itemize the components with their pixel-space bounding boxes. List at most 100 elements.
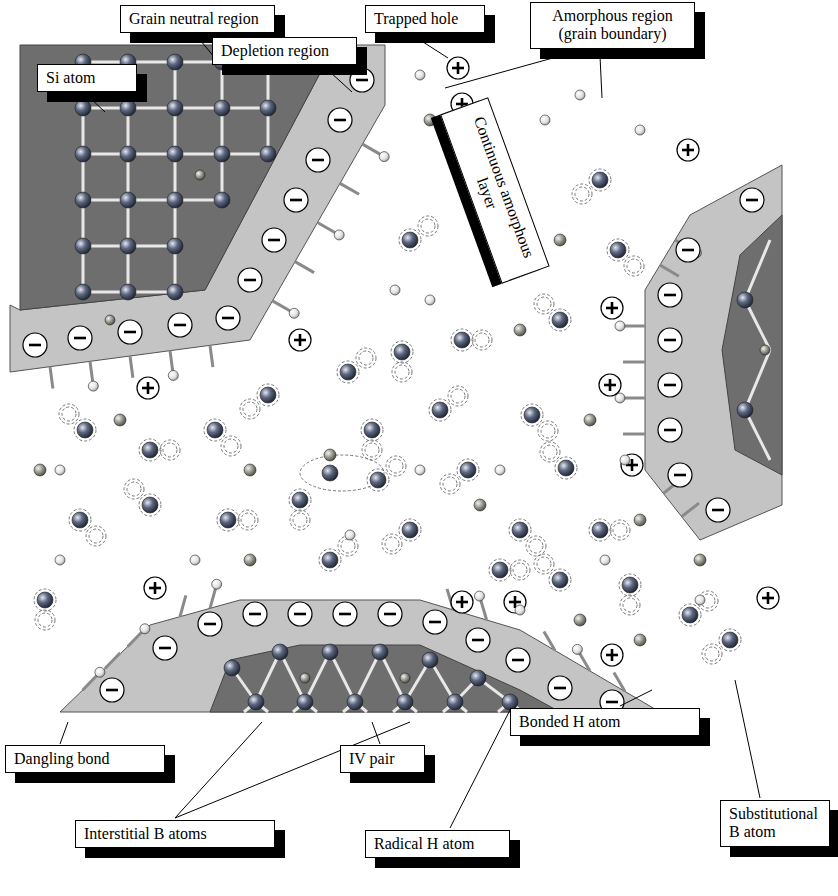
ionized-acceptor: [243, 602, 267, 626]
trapped-hole: [757, 587, 779, 609]
radical-h-atom: [345, 530, 355, 540]
ionized-acceptor: [333, 602, 357, 626]
bonded-h-atom: [95, 667, 105, 677]
si-atom: [260, 146, 276, 162]
si-atom: [214, 100, 230, 116]
b-atom: [195, 170, 205, 180]
b-atom: [760, 345, 770, 355]
callout-box: Bonded H atom: [510, 708, 700, 736]
vacancy-pair: [34, 589, 56, 630]
dangling-bond: [273, 301, 292, 312]
si-atom: [524, 407, 540, 423]
si-atom: [167, 238, 183, 254]
grain-neutral-region: [722, 215, 782, 475]
dangling-bond: [623, 361, 645, 364]
leader-line: [330, 72, 352, 92]
vacancy-pair: [589, 519, 630, 541]
vacancy-pair: [489, 559, 530, 581]
dangling-bond: [363, 144, 382, 155]
grain-neutral-region: [210, 645, 560, 712]
b-atom: [105, 315, 115, 325]
ionized-acceptor: [238, 268, 262, 292]
si-atom: [610, 242, 626, 258]
b-atom: [324, 449, 336, 461]
si-atom: [297, 694, 313, 710]
si-atom: [737, 292, 753, 308]
si-atom: [402, 232, 418, 248]
callout-box: Amorphous region (grain boundary): [530, 2, 695, 49]
radical-h-atom: [55, 555, 65, 565]
leader-line: [600, 56, 602, 98]
si-atom: [372, 644, 388, 660]
b-atom: [114, 414, 126, 426]
ionized-acceptor: [658, 283, 682, 307]
dangling-bond: [170, 351, 173, 373]
si-atom: [454, 332, 470, 348]
b-atom: [634, 514, 646, 526]
callout-box: Dangling bond: [5, 745, 165, 773]
ionized-acceptor: [350, 68, 374, 92]
callout-label: IV pair: [349, 750, 394, 768]
callout-label: Radical H atom: [374, 835, 474, 853]
radical-h-atom: [575, 90, 585, 100]
si-atom: [470, 670, 486, 686]
ionized-acceptor: [706, 498, 730, 522]
radical-h-atom: [190, 555, 200, 565]
si-atom: [364, 422, 380, 438]
si-atom: [167, 284, 183, 300]
leader-line: [450, 710, 510, 828]
si-atom: [75, 238, 91, 254]
si-atom: [260, 387, 276, 403]
callout-label: Bonded H atom: [519, 713, 620, 731]
si-atom: [592, 522, 608, 538]
lattice-bond: [745, 410, 770, 460]
vacancy-pair: [702, 629, 741, 664]
si-atom: [224, 660, 240, 676]
crystal-lattice: [75, 54, 770, 712]
radical-h-atom: [390, 285, 400, 295]
vacancy-pair: [204, 419, 241, 456]
radical-h-atom: [635, 125, 645, 135]
depletion-band: [10, 45, 385, 372]
bonded-h-atom: [474, 591, 484, 601]
lattice-bond: [745, 300, 770, 350]
dangling-bond: [210, 345, 213, 367]
si-atom: [622, 577, 638, 593]
ionized-acceptor: [658, 418, 682, 442]
b-atom: [514, 324, 526, 336]
radical-h-atom: [425, 295, 435, 305]
leader-lines: [60, 40, 760, 828]
dangling-bond: [295, 262, 314, 273]
lattice-bond: [745, 240, 770, 300]
ionized-acceptor: [100, 678, 124, 702]
lattice-bond: [330, 652, 355, 702]
vacancy-pair: [534, 554, 571, 591]
dangling-bond: [623, 433, 645, 436]
ionized-acceptor: [198, 612, 222, 636]
vacancy-pair: [607, 239, 644, 276]
vacancy-pair: [217, 509, 258, 531]
b-atom: [634, 634, 646, 646]
b-atom: [300, 673, 310, 683]
si-atom: [75, 284, 91, 300]
si-atom: [682, 607, 698, 623]
callout-box: Interstitial B atoms: [75, 820, 275, 848]
trapped-hole: [599, 374, 621, 396]
bonded-h-atom: [615, 321, 625, 331]
trapped-hole: [289, 329, 311, 351]
radical-h-atom: [55, 465, 65, 475]
bonded-h-atom: [572, 644, 582, 654]
grain-neutral-region: [20, 45, 335, 310]
vacancy-pair: [319, 536, 358, 571]
vacancy-pair: [367, 456, 406, 491]
si-atom: [120, 284, 136, 300]
si-atom: [422, 652, 438, 668]
bonded-h-atom: [212, 579, 222, 589]
callout-box: Substitutional B atom: [720, 800, 830, 847]
bonded-h-atom: [289, 308, 299, 318]
dangling-bond: [623, 325, 645, 328]
si-atom: [75, 146, 91, 162]
ionized-acceptor: [68, 326, 92, 350]
ionized-acceptor: [658, 328, 682, 352]
dangling-bond: [660, 265, 679, 276]
